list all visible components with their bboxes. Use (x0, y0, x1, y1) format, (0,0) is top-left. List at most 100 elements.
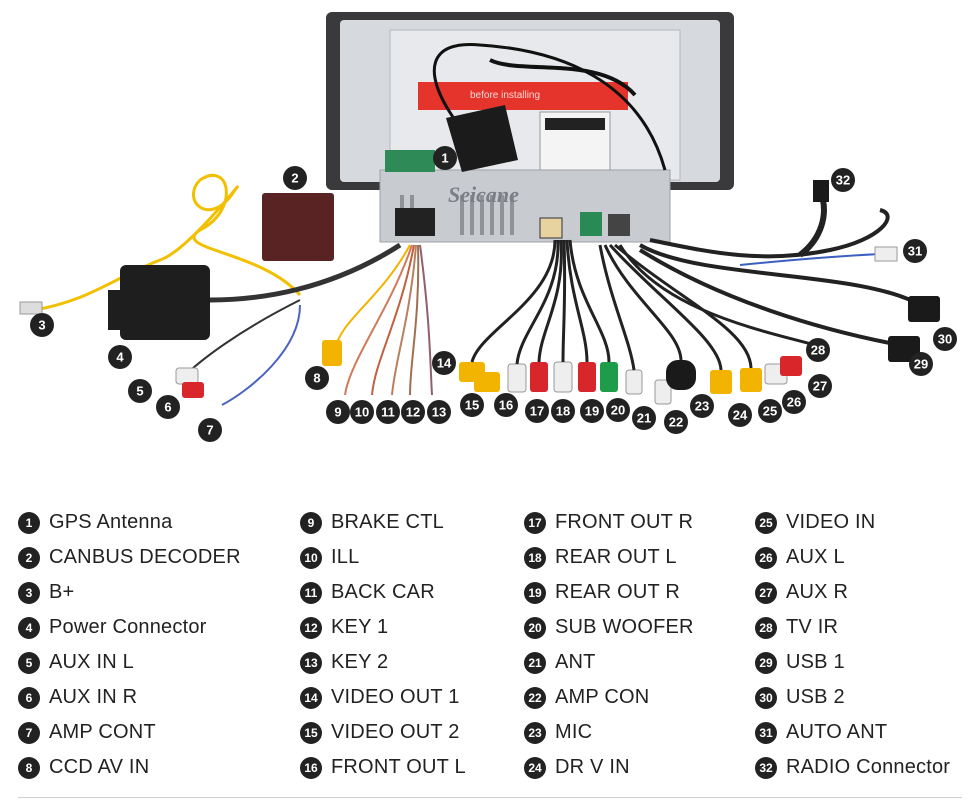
marker-7 (198, 418, 222, 442)
ccd-av-in-plug (322, 340, 342, 366)
marker-27 (808, 374, 832, 398)
marker-18 (551, 399, 575, 423)
rear-out-l-plug (553, 361, 573, 393)
number-badge: 17 (524, 511, 546, 534)
marker-21-text: 21 (637, 411, 651, 426)
video-in-plug (740, 368, 762, 392)
legend-label: REAR OUT R (555, 581, 680, 603)
legend-label: ANT (555, 651, 596, 673)
marker-16-text: 16 (499, 398, 513, 413)
marker-16 (494, 393, 518, 417)
number-badge: 13 (300, 651, 322, 674)
legend-label: REAR OUT L (555, 546, 677, 568)
legend-label: KEY 1 (331, 616, 389, 638)
number-badge: 1 (18, 511, 40, 534)
marker-1 (433, 146, 457, 170)
number-badge: 12 (300, 616, 322, 639)
legend-label: VIDEO OUT 2 (331, 721, 460, 743)
right-cables (618, 188, 922, 347)
marker-8 (305, 366, 329, 390)
marker-5-text: 5 (136, 384, 143, 399)
legend-label: AUX L (786, 546, 845, 568)
warning-sticker (418, 82, 628, 110)
marker-6-text: 6 (164, 400, 171, 415)
number-badge: 28 (755, 616, 777, 639)
legend-label: GPS Antenna (49, 511, 173, 533)
legend-label: DR V IN (555, 756, 630, 778)
legend-label: AUX IN L (49, 651, 134, 673)
canbus-decoder-icon (262, 193, 334, 261)
legend-label: RADIO Connector (786, 756, 951, 778)
marker-23 (690, 394, 714, 418)
marker-4-text: 4 (116, 350, 124, 365)
legend-label: KEY 2 (331, 651, 389, 673)
legend-label: AUX R (786, 581, 849, 603)
marker-8-text: 8 (313, 371, 320, 386)
marker-24-text: 24 (733, 408, 748, 423)
marker-13-text: 13 (432, 405, 446, 420)
power-connector-icon (108, 265, 210, 340)
legend-item: 12 KEY 1 (300, 610, 466, 645)
number-badge: 19 (524, 581, 546, 604)
number-badge: 14 (300, 686, 322, 709)
front-out-r-plug (530, 362, 548, 392)
auto-ant-terminal (874, 246, 898, 262)
legend-label: SUB WOOFER (555, 616, 694, 638)
marker-27-text: 27 (813, 379, 827, 394)
number-badge: 2 (18, 546, 40, 569)
legend-label: VIDEO OUT 1 (331, 686, 460, 708)
marker-10-text: 10 (355, 405, 369, 420)
legend-label: CCD AV IN (49, 756, 150, 778)
number-badge: 27 (755, 581, 777, 604)
marker-26-text: 26 (787, 395, 801, 410)
ant-plug (625, 369, 643, 395)
number-badge: 32 (755, 756, 777, 779)
marker-32 (831, 168, 855, 192)
b-plus-terminal (19, 301, 43, 315)
legend-label: AMP CON (555, 686, 650, 708)
power-harness (209, 242, 402, 303)
marker-20-text: 20 (611, 403, 625, 418)
legend-label: USB 2 (786, 686, 845, 708)
legend-label: BACK CAR (331, 581, 435, 603)
marker-14-text: 14 (437, 356, 452, 371)
marker-21 (632, 406, 656, 430)
marker-28 (806, 338, 830, 362)
sub-woofer-plug (600, 362, 618, 392)
legend-label: USB 1 (786, 651, 845, 673)
marker-3-text: 3 (38, 318, 45, 333)
marker-6 (156, 395, 180, 419)
legend-item: 14 VIDEO OUT 1 (300, 680, 466, 715)
marker-31 (903, 239, 927, 263)
number-badge: 7 (18, 721, 40, 744)
marker-2-text: 2 (291, 171, 298, 186)
legend-item: 32 RADIO Connector (755, 750, 950, 785)
number-badge: 10 (300, 546, 322, 569)
legend-item: 27 AUX R (755, 575, 950, 610)
legend-label: AUX IN R (49, 686, 138, 708)
number-badge: 5 (18, 651, 40, 674)
legend-label: AUTO ANT (786, 721, 888, 743)
marker-15-text: 15 (465, 398, 479, 413)
marker-20 (606, 398, 630, 422)
radio-connector-icon (813, 180, 829, 202)
marker-32-text: 32 (836, 173, 850, 188)
legend-label: MIC (555, 721, 593, 743)
number-badge: 3 (18, 581, 40, 604)
rca-plugs (175, 340, 802, 405)
marker-31-text: 31 (908, 244, 922, 259)
brand-watermark: Seicane (448, 182, 519, 207)
legend-label: FRONT OUT L (331, 756, 466, 778)
